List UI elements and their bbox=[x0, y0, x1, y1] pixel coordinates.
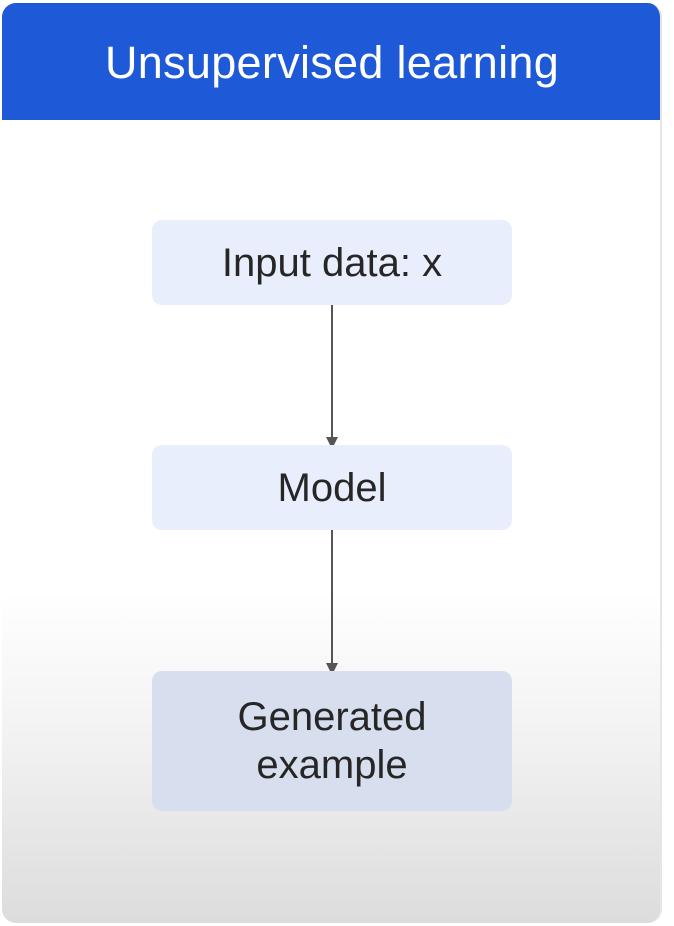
node-model-label: Model bbox=[277, 465, 387, 510]
header-bar: Unsupervised learning bbox=[2, 3, 660, 120]
node-generated-example: Generated example bbox=[152, 671, 512, 811]
arrows-layer bbox=[326, 305, 338, 675]
diagram-card: Unsupervised learning Input data: x Mode… bbox=[2, 3, 662, 923]
node-input-data: Input data: x bbox=[152, 220, 512, 305]
page-title: Unsupervised learning bbox=[104, 36, 560, 88]
node-input-data-label: Input data: x bbox=[221, 240, 443, 285]
node-generated-example-label: Generated example bbox=[237, 695, 427, 787]
node-model: Model bbox=[152, 445, 512, 530]
